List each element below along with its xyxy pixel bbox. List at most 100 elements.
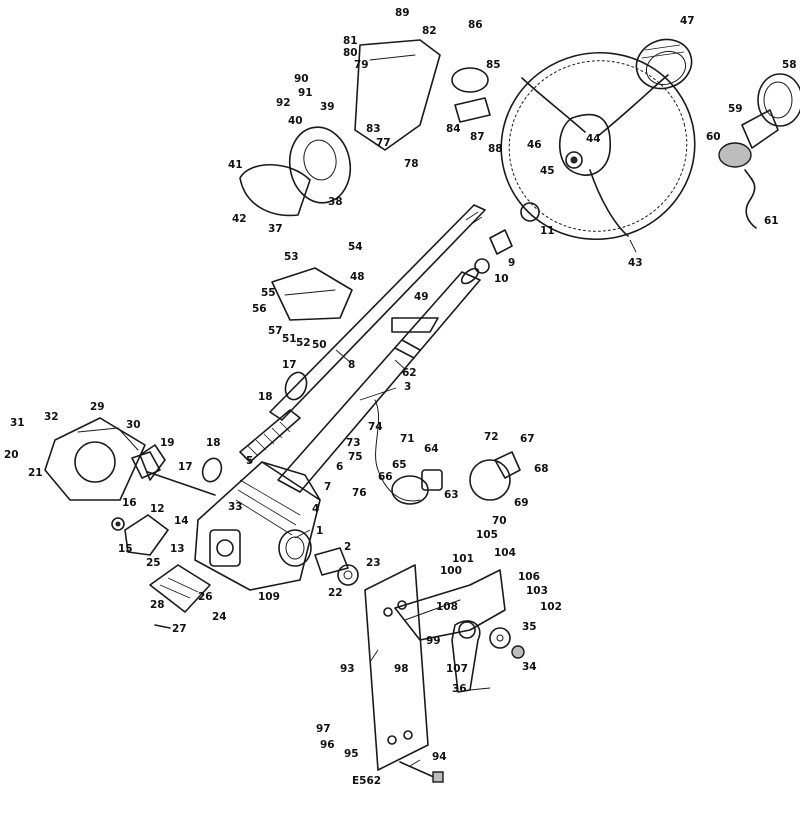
outer-column-tube — [277, 267, 481, 493]
part-label-26: 26 — [198, 591, 213, 603]
switch-bracket — [271, 267, 353, 321]
worm-gear — [239, 409, 301, 463]
part-label-72: 72 — [484, 431, 499, 443]
part-label-21: 21 — [28, 467, 43, 479]
part-label-54: 54 — [348, 241, 363, 253]
part-label-18a: 18 — [258, 391, 273, 403]
part-label-27: 27 — [172, 623, 187, 635]
grommet-38 — [288, 126, 352, 204]
part-label-68: 68 — [534, 463, 549, 475]
part-label-95: 95 — [344, 748, 359, 760]
part-label-51: 51 — [282, 333, 297, 345]
coupling-11 — [520, 202, 540, 222]
part-label-85: 85 — [486, 59, 501, 71]
pedal-bracket-plate — [394, 569, 506, 641]
part-label-104: 104 — [494, 547, 516, 559]
part-label-50: 50 — [312, 339, 327, 351]
part-label-13: 13 — [170, 543, 185, 555]
part-label-43: 43 — [628, 257, 643, 269]
bolt-94 — [399, 761, 437, 779]
part-label-97: 97 — [316, 723, 331, 735]
bolt-94-head — [432, 771, 444, 783]
washer-35 — [489, 627, 511, 649]
part-label-29: 29 — [90, 401, 105, 413]
part-label-6: 6 — [336, 461, 343, 473]
bearing-ring-upper — [284, 371, 308, 401]
part-label-42: 42 — [232, 213, 247, 225]
part-label-88: 88 — [488, 143, 503, 155]
part-label-91: 91 — [298, 87, 313, 99]
part-label-79: 79 — [354, 59, 369, 71]
part-label-99: 99 — [426, 635, 441, 647]
part-label-39: 39 — [320, 101, 335, 113]
part-label-84: 84 — [446, 123, 461, 135]
part-label-11: 11 — [540, 225, 555, 237]
part-label-19: 19 — [160, 437, 175, 449]
part-label-101: 101 — [452, 553, 474, 565]
part-label-89: 89 — [395, 7, 410, 19]
part-label-107: 107 — [446, 663, 468, 675]
drop-arm — [451, 620, 481, 693]
part-label-12: 12 — [150, 503, 165, 515]
part-label-18b: 18 — [206, 437, 221, 449]
mounting-bracket — [364, 564, 429, 771]
part-label-65: 65 — [392, 459, 407, 471]
part-label-80: 80 — [343, 47, 358, 59]
part-label-87: 87 — [470, 131, 485, 143]
side-cover — [111, 514, 169, 556]
part-label-66: 66 — [378, 471, 393, 483]
inner-column-shaft — [269, 204, 486, 421]
part-label-44: 44 — [586, 133, 601, 145]
part-label-57: 57 — [268, 325, 283, 337]
part-label-24: 24 — [212, 611, 227, 623]
part-label-28: 28 — [150, 599, 165, 611]
part-label-16: 16 — [122, 497, 137, 509]
control-unit-67 — [469, 451, 521, 501]
part-label-35: 35 — [522, 621, 537, 633]
part-label-76: 76 — [352, 487, 367, 499]
part-label-30: 30 — [126, 419, 141, 431]
part-label-58: 58 — [782, 59, 797, 71]
part-label-17b: 17 — [178, 461, 193, 473]
part-label-15: 15 — [118, 543, 133, 555]
part-label-61: 61 — [764, 215, 779, 227]
part-label-60: 60 — [706, 131, 721, 143]
part-label-48: 48 — [350, 271, 365, 283]
end-plate-gasket — [44, 417, 216, 501]
part-label-4: 4 — [312, 503, 319, 515]
part-label-46: 46 — [527, 139, 542, 151]
part-label-3: 3 — [404, 381, 411, 393]
boot-9 — [489, 229, 513, 255]
part-label-83: 83 — [366, 123, 381, 135]
wiring-harness — [374, 399, 421, 502]
bearing-ring-lower — [201, 457, 223, 483]
part-label-52: 52 — [296, 337, 311, 349]
top-cover-plate — [149, 564, 211, 629]
leader-lines — [294, 239, 637, 767]
part-label-105: 105 — [476, 529, 498, 541]
part-label-1: 1 — [316, 525, 323, 537]
part-label-8: 8 — [348, 359, 355, 371]
part-label-103: 103 — [526, 585, 548, 597]
cover-plate-37 — [239, 163, 311, 217]
part-label-96: 96 — [320, 739, 335, 751]
part-label-41: 41 — [228, 159, 243, 171]
part-label-23: 23 — [366, 557, 381, 569]
part-label-33: 33 — [228, 501, 243, 513]
part-label-70: 70 — [492, 515, 507, 527]
part-label-100: 100 — [440, 565, 462, 577]
part-label-74: 74 — [368, 421, 383, 433]
part-label-49: 49 — [414, 291, 429, 303]
part-label-92: 92 — [276, 97, 291, 109]
control-unit-63 — [391, 469, 443, 505]
part-label-32: 32 — [44, 411, 59, 423]
ring-10 — [474, 258, 490, 274]
part-label-47: 47 — [680, 15, 695, 27]
part-label-77: 77 — [376, 137, 391, 149]
part-label-62: 62 — [402, 367, 417, 379]
part-label-9: 9 — [508, 257, 515, 269]
part-label-2: 2 — [344, 541, 351, 553]
part-label-81: 81 — [343, 35, 358, 47]
